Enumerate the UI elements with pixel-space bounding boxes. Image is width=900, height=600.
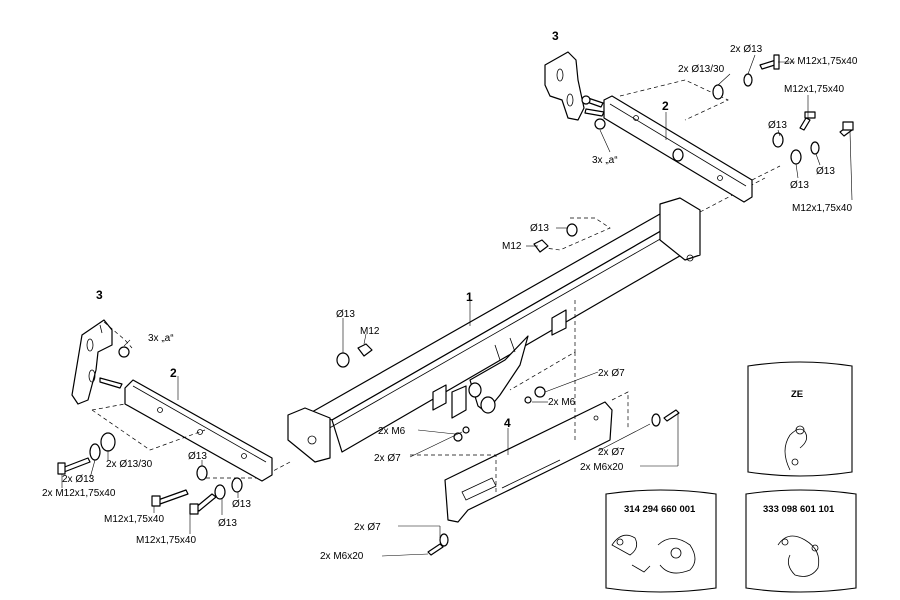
accessory-bag-1: 314 294 660 001 — [605, 489, 717, 593]
label-2x-m6x20-mount: 2x M6x20 — [580, 462, 624, 473]
fasteners — [57, 54, 854, 556]
label-2x-m6x20-bottom: 2x M6x20 — [320, 551, 364, 562]
part-2-callout-top: 2 — [662, 99, 669, 113]
label-2x-d13-30-top: 2x Ø13/30 — [678, 64, 725, 75]
part-3-callout-top: 3 — [552, 29, 559, 43]
label-2x-m12x175x40-left: 2x M12x1,75x40 — [42, 488, 116, 499]
part-4-callout: 4 — [504, 416, 511, 430]
label-2x-d13-30-left: 2x Ø13/30 — [106, 459, 153, 470]
part-1-callout: 1 — [466, 290, 473, 304]
label-2x-m6-left: 2x M6 — [378, 426, 406, 437]
left-bracket — [71, 319, 113, 405]
label-2x-d13-left: 2x Ø13 — [62, 474, 95, 485]
leader-lines — [61, 54, 853, 557]
label-m12x175x40-a-left: M12x1,75x40 — [104, 514, 164, 525]
label-2x-d7-mount: 2x Ø7 — [598, 447, 625, 458]
label-m12-center: M12 — [360, 326, 380, 337]
label-d13-b-top: Ø13 — [816, 166, 835, 177]
label-d13-b-left: Ø13 — [232, 499, 251, 510]
label-3x-a-top: 3x „a“ — [592, 155, 618, 166]
label-2x-d7-left: 2x Ø7 — [374, 453, 401, 464]
part-2-callout-left: 2 — [170, 366, 177, 380]
accessory-bag-ze: ZE — [747, 361, 853, 477]
label-m12x175x40-b-top: M12x1,75x40 — [792, 203, 852, 214]
bag-code-2: 333 098 601 101 — [763, 504, 835, 515]
label-m12-mid: M12 — [502, 241, 522, 252]
label-m12x175x40-b-left: M12x1,75x40 — [136, 535, 196, 546]
bag-ze-label: ZE — [791, 389, 803, 400]
label-2x-m12x175x40-top: 2x M12x1,75x40 — [784, 56, 858, 67]
bag-code-1: 314 294 660 001 — [624, 504, 696, 515]
label-2x-d13-top: 2x Ø13 — [730, 44, 763, 55]
right-bracket — [544, 51, 585, 121]
label-m12x175x40-a-top: M12x1,75x40 — [784, 84, 844, 95]
label-d13-center: Ø13 — [336, 309, 355, 320]
bumper-bracket — [444, 401, 613, 523]
label-2x-m6-right: 2x M6 — [548, 397, 576, 408]
left-side-bar — [124, 379, 273, 482]
label-2x-d7-right: 2x Ø7 — [598, 368, 625, 379]
label-d13-a-top: Ø13 — [768, 120, 787, 131]
label-d13-mid: Ø13 — [530, 223, 549, 234]
label-d13-c-top: Ø13 — [790, 180, 809, 191]
part-3-callout-left: 3 — [96, 288, 103, 302]
right-side-bar — [603, 95, 753, 203]
label-d13-a-left: Ø13 — [188, 451, 207, 462]
label-3x-a-left: 3x „a“ — [148, 333, 174, 344]
label-2x-d7-bottom: 2x Ø7 — [354, 522, 381, 533]
main-cross-beam — [287, 197, 701, 463]
accessory-bag-2: 333 098 601 101 — [745, 489, 857, 593]
label-d13-c-left: Ø13 — [218, 518, 237, 529]
